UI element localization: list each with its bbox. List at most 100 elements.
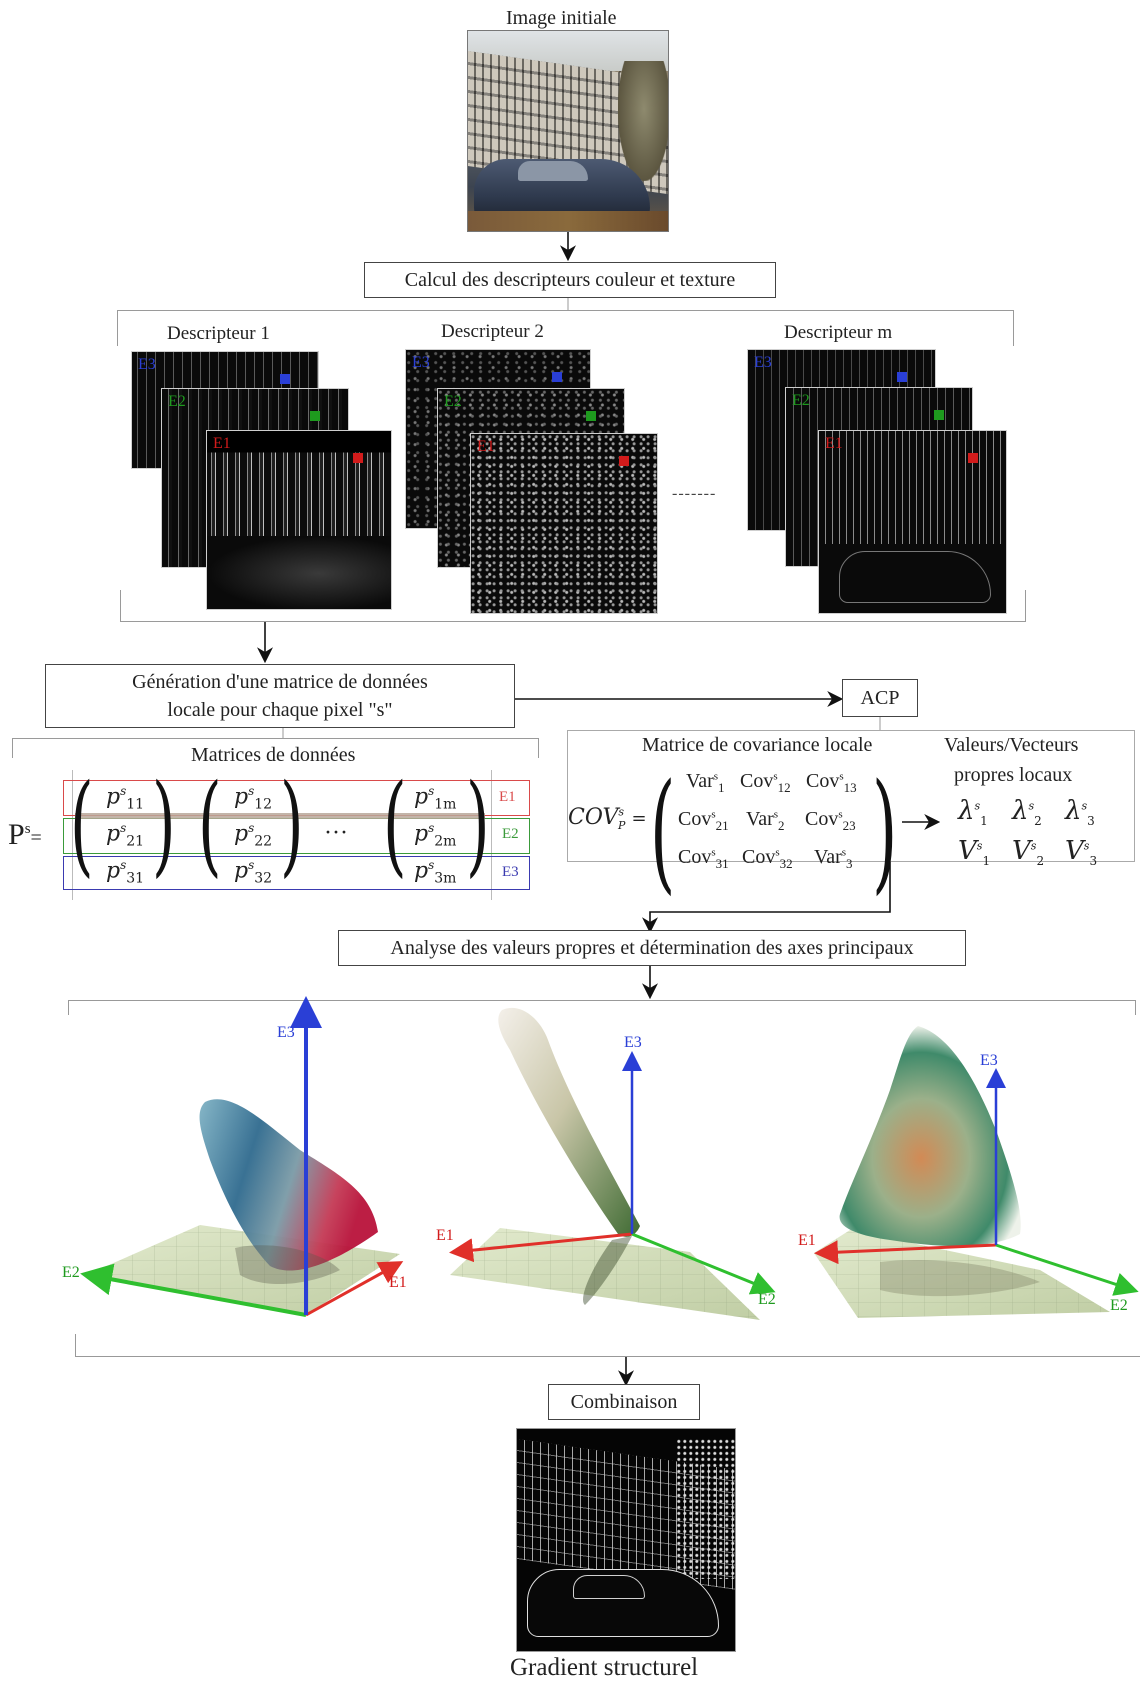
plots-bracket-top — [68, 1000, 1136, 1015]
matrix-generation-box: Génération d'une matrice de données loca… — [45, 664, 515, 728]
descriptor-1-e2-label: E2 — [168, 393, 186, 410]
descriptor-m-e2-label: E2 — [792, 392, 810, 409]
col-m-row-2: ps2m — [414, 821, 457, 850]
descriptor-m-e1-label: E1 — [825, 435, 843, 452]
cov-cell-2-2: Vars2 — [746, 808, 785, 833]
eigen-analysis-label: Analyse des valeurs propres et détermina… — [390, 936, 914, 959]
matrix-row-label-e1: E1 — [499, 789, 516, 805]
descriptors-bracket-top — [117, 310, 1014, 346]
cov-cell-2-1: Covs21 — [678, 808, 729, 833]
data-matrix-ellipsis: ··· — [324, 820, 348, 846]
plot-3-plane-grid — [814, 1230, 1110, 1318]
data-matrix-lhs: Ps= — [8, 818, 42, 852]
covariance-lhs: COVsP= — [568, 805, 647, 832]
col-m-right-paren: ) — [466, 760, 490, 888]
covariance-bracket — [567, 730, 1135, 862]
col-1-row-3: ps31 — [106, 858, 145, 887]
pca-plot-3 — [814, 1026, 1139, 1318]
covariance-eq: = — [631, 808, 647, 829]
col-1-right-paren: ) — [152, 760, 176, 888]
descriptor-m-e1-marker — [968, 453, 978, 463]
matrix-row-separator — [75, 813, 485, 819]
eigen-title-line2: propres locaux — [954, 764, 1073, 786]
cov-cell-3-1: Covs31 — [678, 846, 729, 871]
plot-1-label-e1: E1 — [389, 1274, 407, 1291]
final-label: Gradient structurel — [510, 1654, 699, 1681]
cov-cell-3-3: Vars3 — [814, 846, 853, 871]
plot-1-axis-e2 — [80, 1263, 307, 1317]
descriptor-2-e2-marker — [586, 411, 596, 421]
data-matrix-lhs-p: P — [8, 818, 25, 851]
matrix-generation-line1: Génération d'une matrice de données — [132, 671, 428, 693]
plot-2-plane-grid — [450, 1228, 760, 1320]
data-matrix-outer-bracket — [72, 770, 492, 900]
matrix-row-label-e2: E2 — [502, 826, 519, 842]
descriptor-1-e1-marker — [353, 453, 363, 463]
covariance-lhs-sub: P — [618, 819, 626, 833]
cov-cell-1-1: Vars1 — [686, 770, 725, 795]
eigen-value-3: λs3 — [1065, 796, 1095, 829]
plot-3-label-e3: E3 — [980, 1052, 998, 1069]
descriptor-calc-label: Calcul des descripteurs couleur et textu… — [404, 268, 736, 291]
initial-image — [467, 30, 669, 232]
plots-bracket-bottom — [75, 1334, 1140, 1357]
col-2-left-paren: ( — [198, 760, 222, 888]
eigen-value-1: λs1 — [958, 796, 988, 829]
pca-plot-2 — [449, 1007, 776, 1320]
acp-label: ACP — [860, 686, 900, 709]
descriptor-m-layer-e1: E1 — [818, 430, 1007, 614]
descriptor-2-title: Descripteur 2 — [441, 321, 544, 342]
plot-1-point-cloud — [199, 1099, 378, 1271]
eigen-vector-1: Vs1 — [958, 836, 991, 869]
plot-1-shadow — [235, 1245, 340, 1285]
descriptor-1-e3-label: E3 — [138, 356, 156, 373]
pca-plot-1 — [80, 996, 404, 1317]
descriptor-ellipsis: ------- — [672, 485, 717, 502]
col-2-row-1: ps12 — [234, 784, 273, 813]
eigen-vector-3: Vs3 — [1065, 836, 1098, 869]
descriptor-1-e1-lower — [207, 536, 391, 609]
plot-2-label-e3: E3 — [624, 1034, 642, 1051]
plot-2-label-e1: E1 — [436, 1227, 454, 1244]
plot-1-label-e2: E2 — [62, 1264, 80, 1281]
descriptor-1-e2-marker — [310, 411, 320, 421]
descriptor-calc-box: Calcul des descripteurs couleur et textu… — [364, 262, 776, 298]
cov-cell-2-3: Covs23 — [805, 808, 856, 833]
descriptor-m-e3-label: E3 — [754, 354, 772, 371]
matrix-generation-line2: locale pour chaque pixel "s" — [167, 699, 393, 721]
descriptor-1-e1-label: E1 — [213, 435, 231, 452]
plot-3-axis-e2 — [995, 1243, 1139, 1296]
descriptor-2-e2-label: E2 — [444, 393, 462, 410]
col-2-row-2: ps22 — [234, 821, 273, 850]
plot-2-shadow — [583, 1236, 632, 1305]
plot-3-shadow — [880, 1260, 1040, 1297]
structural-gradient-image — [516, 1428, 736, 1652]
acp-box: ACP — [842, 679, 918, 717]
eigen-vector-2: Vs2 — [1012, 836, 1045, 869]
cov-cell-1-2: Covs12 — [740, 770, 791, 795]
car-window — [518, 161, 588, 181]
plot-2-axis-e1 — [449, 1232, 633, 1263]
eigen-analysis-box: Analyse des valeurs propres et détermina… — [338, 930, 966, 966]
plot-1-label-e3: E3 — [277, 1024, 295, 1041]
cov-cell-1-3: Covs13 — [806, 770, 857, 795]
descriptor-m-title: Descripteur m — [784, 322, 893, 343]
cov-right-paren: ) — [872, 755, 898, 907]
col-1-row-2: ps21 — [106, 821, 145, 850]
plot-2-label-e2: E2 — [758, 1291, 776, 1308]
ground-leaves — [468, 211, 668, 231]
covariance-lhs-sup: s — [618, 805, 625, 819]
cov-left-paren: ( — [650, 755, 676, 907]
descriptor-1-e3-marker — [280, 374, 290, 384]
eigen-title-line1: Valeurs/Vecteurs — [944, 734, 1079, 756]
col-1-left-paren: ( — [70, 760, 94, 888]
plot-3-label-e1: E1 — [798, 1232, 816, 1249]
col-m-left-paren: ( — [383, 760, 407, 888]
cov-cell-3-2: Covs32 — [742, 846, 793, 871]
combination-label: Combinaison — [570, 1390, 678, 1413]
col-m-row-1: ps1m — [414, 784, 457, 813]
covariance-title: Matrice de covariance locale — [642, 734, 873, 756]
descriptors-bracket-bottom — [120, 590, 1026, 622]
